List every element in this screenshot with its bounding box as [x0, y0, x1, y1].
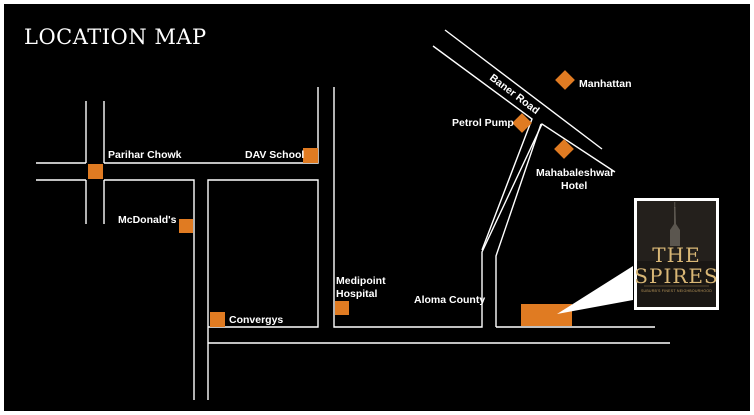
logo-tagline: SUBURB'S FINEST NEIGHBOURHOOD: [641, 289, 712, 293]
road-connector-right: [495, 123, 542, 327]
label-mcdonalds: McDonald's: [118, 214, 177, 226]
label-medipoint-line2: Hospital: [336, 288, 378, 300]
label-parihar-chowk: Parihar Chowk: [108, 149, 182, 161]
spire-tower-icon: [670, 207, 680, 246]
logo-callout: [557, 266, 633, 314]
road-inner-block: [207, 179, 319, 400]
marker-dav-school[interactable]: [303, 148, 318, 163]
label-medipoint-line1: Medipoint: [336, 275, 386, 287]
label-mahabaleshwar-line1: Mahabaleshwar: [536, 167, 614, 179]
road-top-lower-edge-2: [104, 179, 195, 400]
label-manhattan: Manhattan: [579, 78, 632, 90]
baner-road-lower-edge: [432, 45, 533, 251]
marker-the-spires-site[interactable]: [521, 304, 572, 326]
map-title: LOCATION MAP: [24, 25, 207, 49]
marker-mcdonalds[interactable]: [179, 219, 193, 233]
logo-the: THE: [652, 243, 700, 267]
label-mahabaleshwar-line2: Hotel: [561, 180, 587, 192]
logo-spires: SPIRES: [634, 264, 718, 288]
label-aloma-county: Aloma County: [414, 294, 485, 306]
marker-convergys[interactable]: [210, 312, 225, 327]
label-petrol-pump: Petrol Pump: [452, 117, 514, 129]
marker-medipoint-hospital[interactable]: [335, 301, 349, 315]
the-spires-logo: THE SPIRES SUBURB'S FINEST NEIGHBOURHOOD: [634, 198, 719, 310]
label-convergys: Convergys: [229, 314, 283, 326]
baner-road-upper-edge: [444, 29, 603, 150]
marker-parihar-chowk[interactable]: [88, 164, 103, 179]
label-dav-school: DAV School: [245, 149, 304, 161]
road-medipoint-upper: [333, 87, 616, 328]
